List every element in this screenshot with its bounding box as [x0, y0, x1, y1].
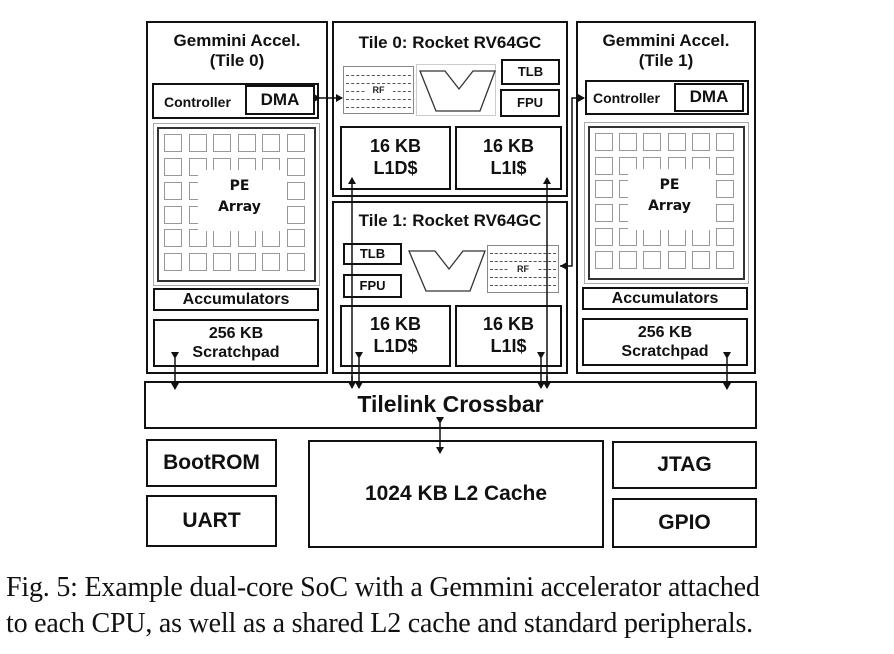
pe-cell [237, 229, 256, 248]
pe-cell [286, 157, 305, 176]
pe-cell [667, 251, 686, 270]
pe-cell [286, 134, 305, 152]
pe-cell [164, 205, 182, 224]
pe-cell [715, 227, 734, 246]
pe-cell [213, 229, 231, 248]
pe-cell [286, 253, 305, 272]
rocket-tile1-l1d-cache: 16 KB L1D$ [340, 305, 451, 367]
alu-icon [408, 250, 486, 292]
rocket-tile0-l1i-cache: 16 KB L1I$ [455, 126, 562, 190]
gemmini-tile0-scratchpad: 256 KB Scratchpad [153, 319, 319, 367]
pe-cell [619, 133, 638, 151]
rocket-tile0-register-file: RF [343, 66, 414, 114]
pe-cell [643, 251, 662, 270]
pe-cell [715, 180, 734, 199]
gpio: GPIO [612, 498, 757, 548]
gemmini-tile1-accumulators: Accumulators [582, 287, 748, 310]
figure-caption: Fig. 5: Example dual-core SoC with a Gem… [6, 570, 890, 642]
pe-cell [619, 251, 638, 270]
pe-cell [213, 253, 231, 272]
bootrom: BootROM [146, 439, 277, 487]
pe-cell [262, 253, 280, 272]
rocket-tile1-register-file: RF [487, 245, 559, 293]
pe-cell [667, 133, 686, 151]
pe-cell [237, 134, 256, 152]
pe-cell [619, 227, 638, 246]
pe-cell [164, 229, 182, 248]
uart: UART [146, 495, 277, 547]
pe-cell [643, 227, 662, 246]
rf-label: RF [509, 264, 537, 274]
pe-cell [213, 134, 231, 152]
pe-cell [164, 157, 182, 176]
pe-cell [691, 251, 710, 270]
pe-cell [715, 156, 734, 175]
pe-cell [262, 134, 280, 152]
rocket-tile1-tlb: TLB [343, 243, 402, 265]
pe-cell [237, 253, 256, 272]
pe-cell [286, 205, 305, 224]
rocket-tile1-l1i-cache: 16 KB L1I$ [455, 305, 562, 367]
rocket-tile1-alu [406, 244, 486, 296]
rocket-tile0-title: Tile 0: Rocket RV64GC [358, 33, 542, 52]
pe-cell [595, 204, 613, 222]
rocket-tile1-fpu: FPU [343, 274, 402, 298]
pe-cell [595, 133, 613, 151]
pe-cell [188, 253, 207, 272]
pe-cell [691, 133, 710, 151]
controller-label: Controller [164, 94, 231, 110]
alu-icon [419, 70, 496, 112]
gemmini-tile1-dma: DMA [674, 83, 744, 112]
rocket-tile1-title: Tile 1: Rocket RV64GC [358, 211, 542, 230]
pe-cell [667, 227, 686, 246]
pe-cell [715, 251, 734, 270]
gemmini-tile0-dma: DMA [245, 85, 315, 115]
pe-cell [262, 229, 280, 248]
pe-cell [595, 227, 613, 246]
pe-cell [595, 180, 613, 199]
caption-line-1: Fig. 5: Example dual-core SoC with a Gem… [6, 572, 760, 603]
pe-cell [595, 156, 613, 175]
gemmini-tile1-title: Gemmini Accel. (Tile 1) [602, 31, 730, 70]
pe-cell [164, 253, 182, 272]
caption-line-2: to each CPU, as well as a shared L2 cach… [6, 608, 753, 639]
pe-cell [715, 204, 734, 222]
pe-cell [286, 229, 305, 248]
rocket-tile0-tlb: TLB [501, 59, 560, 85]
l2-cache: 1024 KB L2 Cache [308, 440, 604, 548]
tilelink-crossbar: Tilelink Crossbar [144, 381, 757, 429]
rocket-tile0-l1d-cache: 16 KB L1D$ [340, 126, 451, 190]
gemmini-tile0-accumulators: Accumulators [153, 288, 319, 311]
controller-label: Controller [593, 90, 660, 106]
pe-cell [691, 227, 710, 246]
gemmini-tile1-scratchpad: 256 KB Scratchpad [582, 318, 748, 366]
jtag: JTAG [612, 441, 757, 489]
gemmini-tile0-title: Gemmini Accel. (Tile 0) [173, 31, 301, 70]
pe-cell [286, 181, 305, 200]
pe-cell [188, 229, 207, 248]
rocket-tile0-fpu: FPU [500, 89, 560, 117]
pe-cell [595, 251, 613, 270]
rocket-tile0-alu [416, 64, 496, 116]
pe-cell [643, 133, 662, 151]
pe-cell [715, 133, 734, 151]
pe-cell [164, 181, 182, 200]
rf-label: RF [364, 85, 393, 95]
pe-cell [164, 134, 182, 152]
pe-cell [188, 134, 207, 152]
